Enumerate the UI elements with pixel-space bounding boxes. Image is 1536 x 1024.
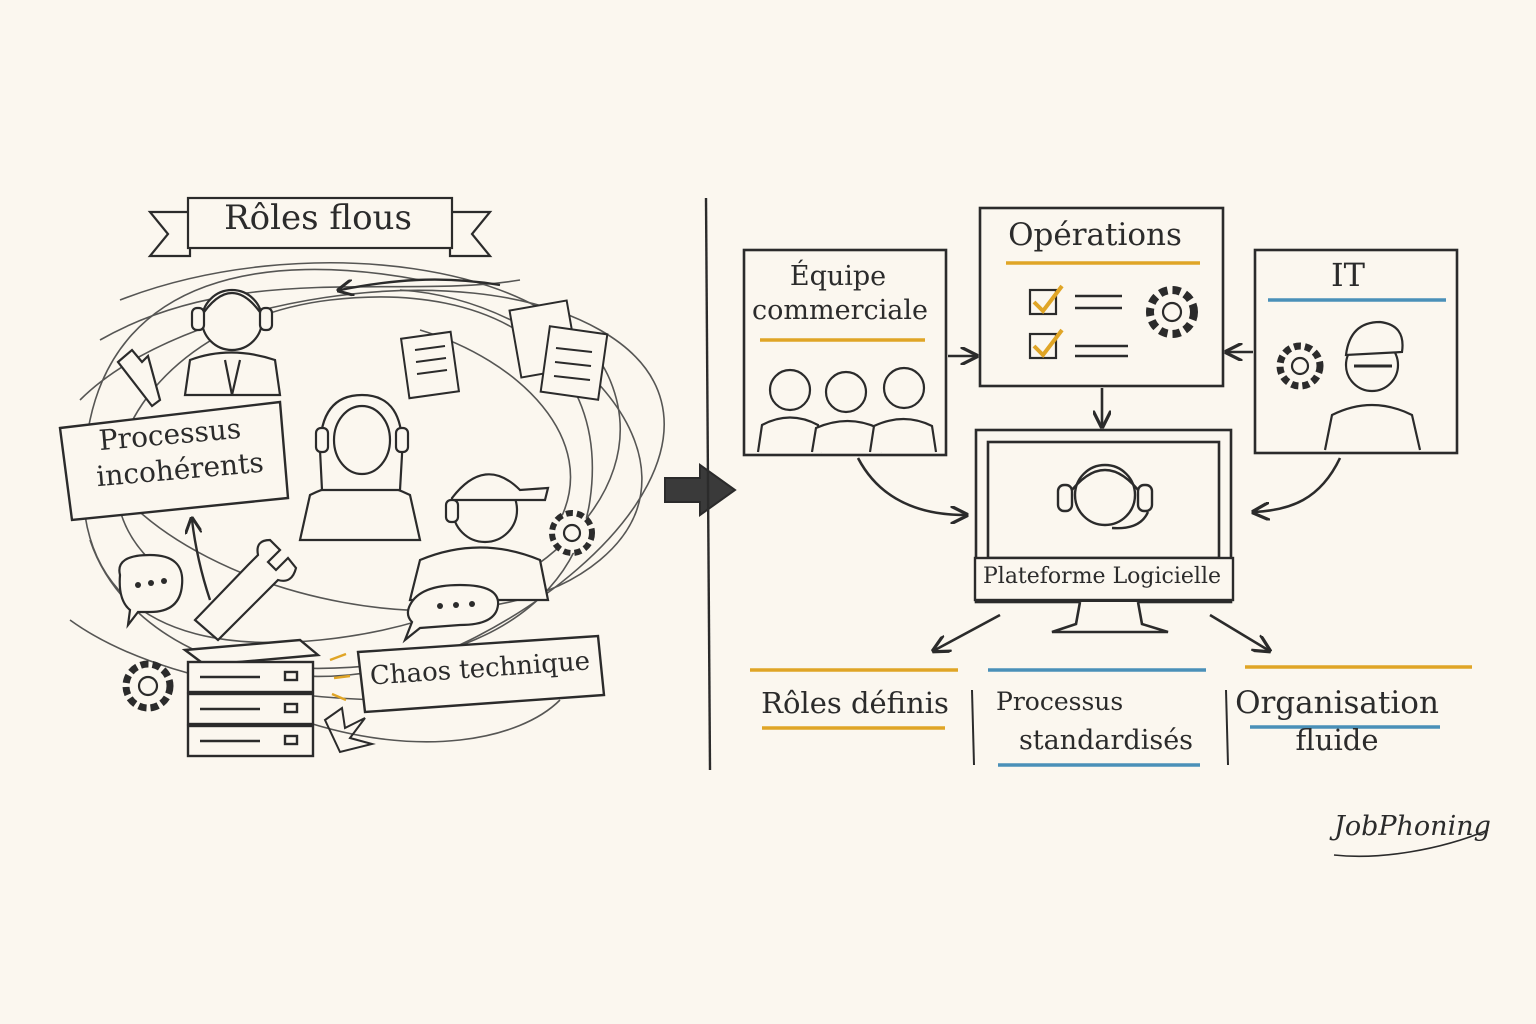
gear-icon [122,510,595,712]
server-rack-icon [181,638,322,758]
box-sales-title-line2: commerciale [752,295,928,326]
outcome-org-line1: Organisation [1235,685,1439,721]
checklist-icon [1028,284,1128,360]
team-icon [756,366,938,453]
explosion-icon [323,706,376,754]
sign-processus-incoherents [58,400,290,522]
wrench-icon [116,348,298,642]
banner-text: Rôles flous [224,198,412,238]
outcome-separators [971,689,1229,766]
outcome-org-line2: fluide [1295,723,1379,757]
speech-bubble-icon [118,553,500,644]
signature-flourish [1333,829,1489,858]
signature-logo: JobPhoning [1334,811,1491,842]
monitor-headset-icon [1056,463,1154,530]
outcome-roles: Rôles définis [761,686,949,720]
agent-cap-icon [408,473,550,602]
chaos-arrow-left [192,520,212,601]
monitor-icon [974,428,1233,634]
platform-label-box [973,556,1235,602]
agent-woman-icon [298,393,422,542]
flow-arrows [856,352,1342,650]
spark-icon [329,652,351,702]
box-sales-title-line1: Équipe [789,261,887,292]
outcome-underlines [750,665,1472,767]
transition-arrow-icon [664,463,737,517]
divider-line [704,197,712,771]
outcome-processes-line1: Processus [996,687,1124,716]
banner-roles-flous [147,196,493,258]
gear-icon-operations [1146,286,1198,338]
outcome-processes-line2: standardisés [1018,725,1194,756]
speech-dots [135,578,475,609]
chaos-arrow-top [340,278,501,290]
platform-title: Plateforme Logicielle [982,564,1222,589]
document-icon [399,299,609,401]
sign-chaos-technique [356,634,606,714]
box-operations-title: Opérations [1008,217,1182,253]
gear-icon-it [1276,342,1324,390]
technician-icon [1323,320,1422,451]
box-it-title: IT [1331,256,1365,294]
agent-headset-icon [183,288,282,397]
